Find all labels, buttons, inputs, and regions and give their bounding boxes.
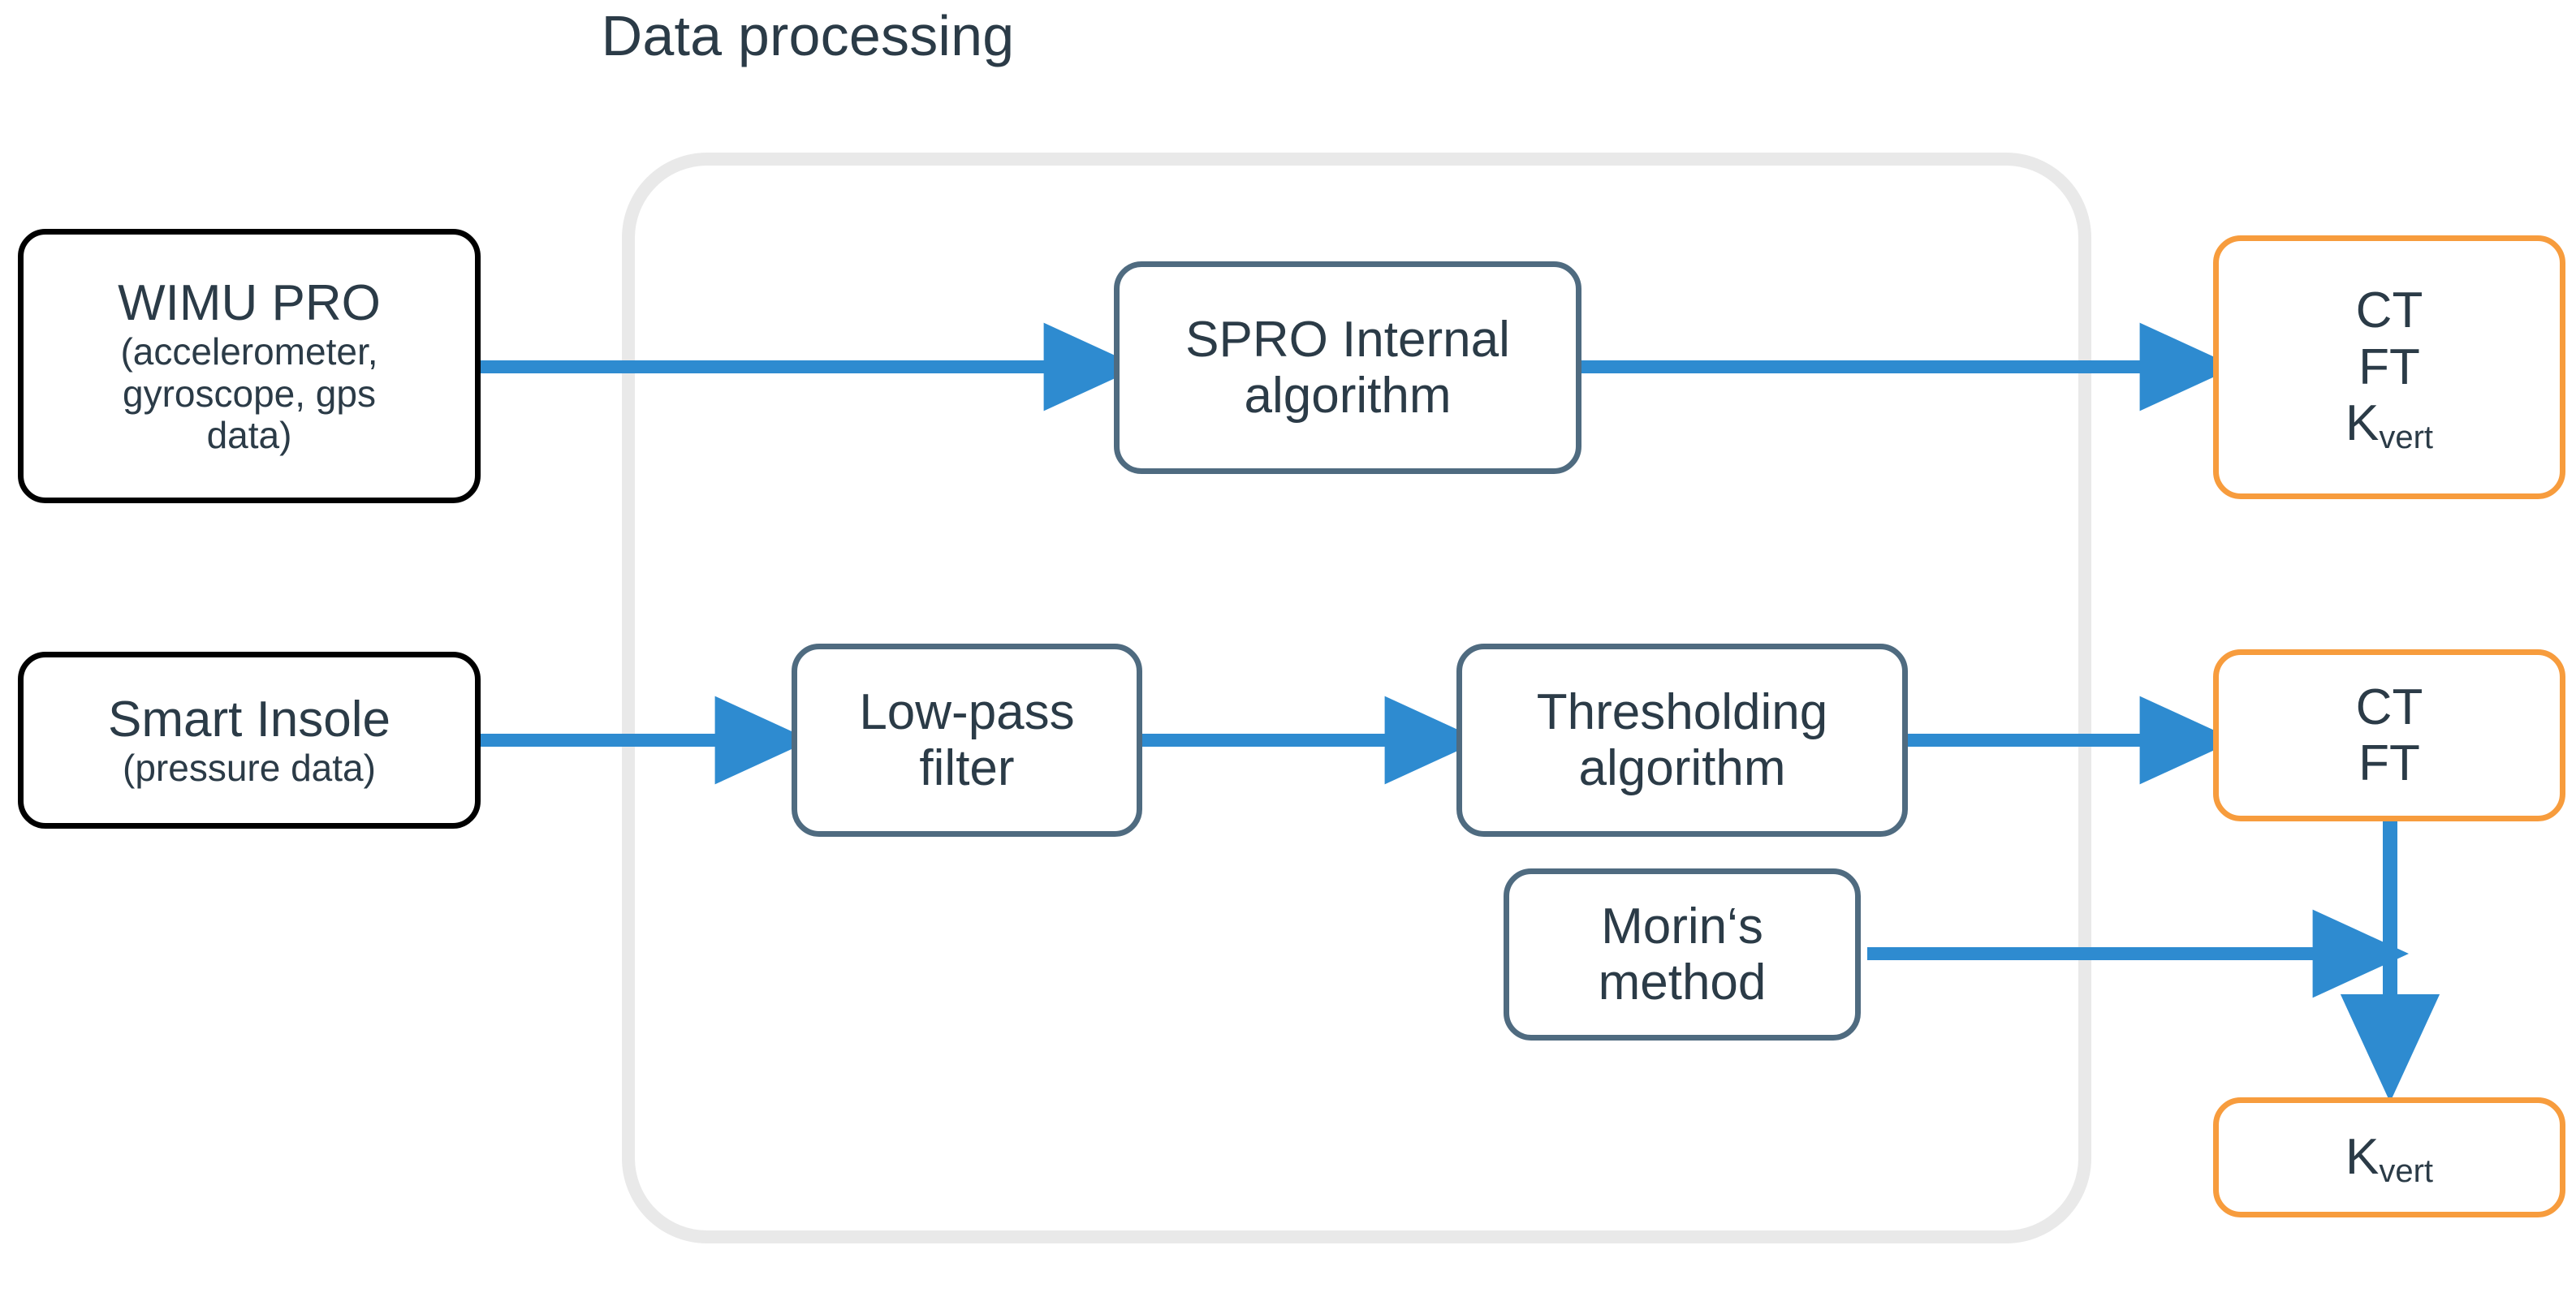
output-top-kvert: Kvert [2345, 395, 2433, 455]
node-wimu-pro[interactable]: WIMU PRO (accelerometer, gyroscope, gps … [18, 229, 481, 503]
node-output-kvert[interactable]: Kvert [2213, 1097, 2565, 1217]
node-morins-method-line-2: method [1598, 954, 1767, 1010]
output-mid-line-1: CT [2355, 679, 2423, 735]
node-wimu-pro-subtitle-line-3: data) [206, 414, 292, 457]
node-morins-method[interactable]: Morin‘s method [1504, 868, 1861, 1041]
node-output-ct-ft-kvert[interactable]: CT FT Kvert [2213, 235, 2565, 499]
node-wimu-pro-subtitle-line-2: gyroscope, gps [123, 372, 376, 415]
node-low-pass-filter-line-1: Low-pass [859, 683, 1075, 740]
node-thresholding-line-2: algorithm [1578, 740, 1786, 796]
node-smart-insole-title: Smart Insole [107, 691, 391, 748]
data-processing-group [622, 153, 2091, 1243]
node-spro-line-1: SPRO Internal [1185, 311, 1510, 368]
output-bottom-kvert: Kvert [2345, 1129, 2433, 1189]
output-bottom-kvert-base: K [2345, 1129, 2380, 1186]
output-top-kvert-sub: vert [2379, 420, 2434, 456]
node-thresholding-line-1: Thresholding [1536, 683, 1828, 740]
node-morins-method-line-1: Morin‘s [1601, 898, 1763, 954]
node-wimu-pro-subtitle-line-1: (accelerometer, [120, 330, 378, 373]
output-top-line-2: FT [2358, 338, 2420, 395]
node-smart-insole-subtitle-line-1: (pressure data) [123, 746, 376, 789]
node-output-ct-ft[interactable]: CT FT [2213, 649, 2565, 821]
node-spro-line-2: algorithm [1244, 368, 1452, 424]
page-title: Data processing [601, 4, 1015, 67]
output-top-kvert-base: K [2345, 395, 2380, 452]
node-wimu-pro-title: WIMU PRO [118, 275, 381, 331]
output-bottom-kvert-sub: vert [2379, 1153, 2434, 1190]
output-mid-line-2: FT [2358, 735, 2420, 791]
node-spro-internal-algorithm[interactable]: SPRO Internal algorithm [1114, 261, 1581, 474]
output-top-line-1: CT [2355, 282, 2423, 339]
node-low-pass-filter-line-2: filter [919, 740, 1015, 796]
node-thresholding-algorithm[interactable]: Thresholding algorithm [1456, 644, 1908, 837]
node-smart-insole[interactable]: Smart Insole (pressure data) [18, 652, 481, 829]
node-low-pass-filter[interactable]: Low-pass filter [792, 644, 1142, 837]
